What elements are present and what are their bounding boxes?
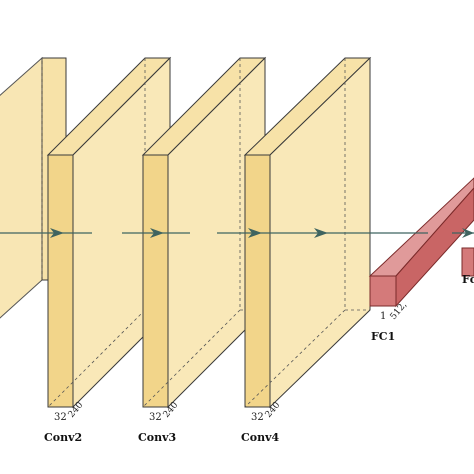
fc2-front <box>461 247 474 277</box>
conv4-label: Conv4 <box>241 431 279 444</box>
arrow-3b-head <box>314 228 328 238</box>
conv-block-4-hidden-d <box>244 309 346 408</box>
conv3-channels: 32 <box>149 412 162 423</box>
fc2-block <box>461 247 474 277</box>
fc1-block <box>368 177 474 308</box>
conv4-channels: 32 <box>251 412 264 423</box>
conv-block-4-front <box>244 154 271 408</box>
fc1-front <box>369 275 397 307</box>
arrow-4-head <box>462 228 474 238</box>
conv3-label: Conv3 <box>138 431 176 444</box>
conv-block-3 <box>141 56 267 409</box>
fc1-dim-a: 1 <box>380 311 386 322</box>
conv2-channels: 32 <box>54 412 67 423</box>
arrow-1-head <box>50 228 64 238</box>
fc2-label: Fc <box>462 273 474 286</box>
arrow-3-head <box>248 228 262 238</box>
conv-block-3-front <box>142 154 169 408</box>
flow-arrows <box>0 228 474 238</box>
conv2-label: Conv2 <box>44 431 82 444</box>
fc1-label: FC1 <box>371 330 395 343</box>
conv-block-1-face <box>0 56 43 319</box>
conv-block-3-hidden-d <box>142 309 241 408</box>
conv-block-2-hidden-d <box>47 309 146 408</box>
arrow-2-head <box>150 228 164 238</box>
conv-block-2-front <box>47 154 74 408</box>
